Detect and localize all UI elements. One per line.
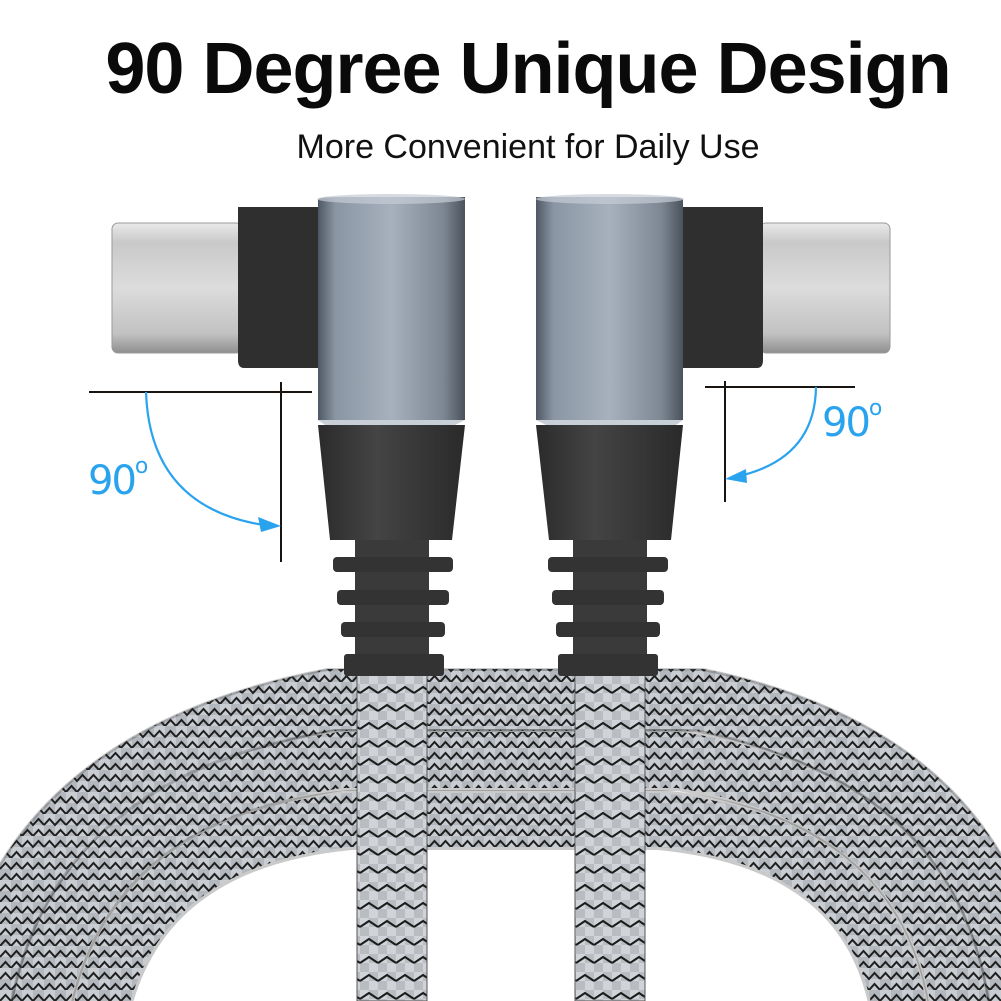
left-strain-relief	[318, 425, 465, 540]
right-usb-c-connector	[536, 194, 891, 676]
right-plug-collar	[667, 207, 763, 368]
right-strain-relief-ribs	[548, 540, 668, 676]
right-arrowhead-icon	[725, 469, 747, 483]
headline-title: 90 Degree Unique Design	[105, 29, 951, 109]
left-strain-relief-ribs	[333, 540, 453, 676]
headline-subtitle: More Convenient for Daily Use	[296, 128, 760, 166]
right-degree-symbol: o	[868, 396, 883, 421]
right-usb-c-plug	[759, 222, 891, 354]
left-angle-value: 90	[88, 458, 137, 504]
coiled-cable	[0, 668, 1001, 1001]
left-metal-housing	[318, 197, 465, 420]
left-usb-c-connector	[111, 194, 465, 676]
left-angle-indicator	[89, 382, 312, 562]
left-degree-symbol: o	[134, 454, 149, 479]
left-usb-c-plug	[111, 222, 243, 354]
left-angle-arc	[144, 391, 271, 528]
left-plug-collar	[238, 207, 334, 368]
right-strain-relief	[536, 425, 683, 540]
right-angle-arc	[734, 386, 818, 479]
left-angle-label: 90o	[88, 454, 148, 504]
right-angle-label: 90o	[822, 396, 882, 446]
right-metal-housing	[536, 197, 683, 420]
left-arrowhead-icon	[258, 517, 281, 532]
right-angle-value: 90	[822, 400, 871, 446]
right-angle-indicator	[705, 381, 855, 502]
